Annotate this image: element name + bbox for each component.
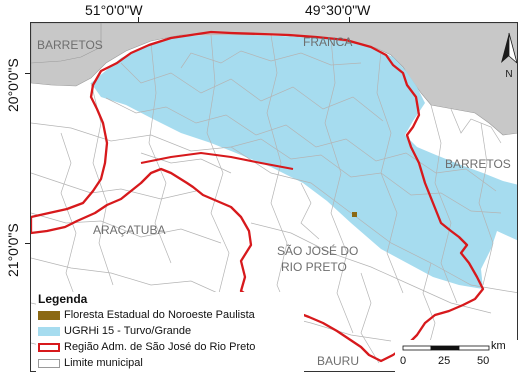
north-arrow-label: N bbox=[505, 69, 512, 80]
longitude-label-west: 51°0'0"W bbox=[85, 2, 143, 18]
north-arrow: N bbox=[501, 32, 517, 80]
label-sjrp-line2: RIO PRETO bbox=[281, 260, 347, 274]
tick-top-west bbox=[138, 17, 139, 23]
label-franca: FRANCA bbox=[303, 35, 352, 49]
legend-label-ugrhi: UGRHi 15 - Turvo/Grande bbox=[64, 325, 192, 337]
floresta-estadual-marker bbox=[352, 212, 357, 217]
legend-swatch-municipal bbox=[38, 358, 60, 368]
label-bauru: BAURU bbox=[317, 354, 359, 368]
label-aracatuba: ARAÇATUBA bbox=[93, 223, 165, 237]
label-barretos-e: BARRETOS bbox=[445, 157, 511, 171]
legend-title: Legenda bbox=[38, 292, 88, 306]
latitude-label-north: 20°0'0"S bbox=[5, 58, 21, 112]
legend-label-municipal: Limite municipal bbox=[64, 357, 143, 369]
label-barretos-nw: BARRETOS bbox=[37, 38, 103, 52]
outside-state-west bbox=[31, 23, 102, 64]
longitude-label-east: 49°30'0"W bbox=[305, 2, 371, 18]
tick-left-south bbox=[25, 243, 31, 244]
ugrhi-15-area bbox=[91, 35, 517, 289]
legend-swatch-floresta bbox=[38, 310, 60, 320]
legend: Legenda Floresta Estadual do Noroeste Pa… bbox=[36, 292, 304, 373]
legend-item-region: Região Adm. de São José do Rio Preto bbox=[38, 339, 300, 355]
scale-tick-0: 0 bbox=[400, 355, 407, 367]
legend-item-ugrhi: UGRHi 15 - Turvo/Grande bbox=[38, 323, 300, 339]
scale-bar: km 0 25 50 bbox=[395, 340, 519, 372]
scale-tick-50: 50 bbox=[477, 355, 490, 367]
latitude-label-south: 21°0'0"S bbox=[5, 223, 21, 277]
region-inner-boundary bbox=[140, 152, 294, 170]
legend-item-floresta: Floresta Estadual do Noroeste Paulista bbox=[38, 307, 300, 323]
legend-label-floresta: Floresta Estadual do Noroeste Paulista bbox=[64, 309, 255, 321]
legend-swatch-ugrhi bbox=[38, 326, 60, 336]
tick-top-east bbox=[349, 17, 350, 23]
scale-bar-graphic bbox=[402, 345, 490, 351]
scale-unit: km bbox=[491, 340, 506, 352]
map-canvas: N BARRETOS FRANCA BARRETOS ARAÇATUBA SÃO… bbox=[31, 23, 517, 370]
legend-swatch-region bbox=[38, 342, 60, 352]
scale-tick-25: 25 bbox=[438, 355, 451, 367]
legend-item-municipal: Limite municipal bbox=[38, 355, 300, 371]
municipal-boundaries bbox=[31, 34, 517, 370]
tick-left-north bbox=[25, 73, 31, 74]
legend-label-region: Região Adm. de São José do Rio Preto bbox=[64, 341, 256, 353]
label-sjrp-line1: SÃO JOSÉ DO bbox=[277, 243, 358, 258]
region-sjrp-boundary bbox=[31, 30, 485, 363]
